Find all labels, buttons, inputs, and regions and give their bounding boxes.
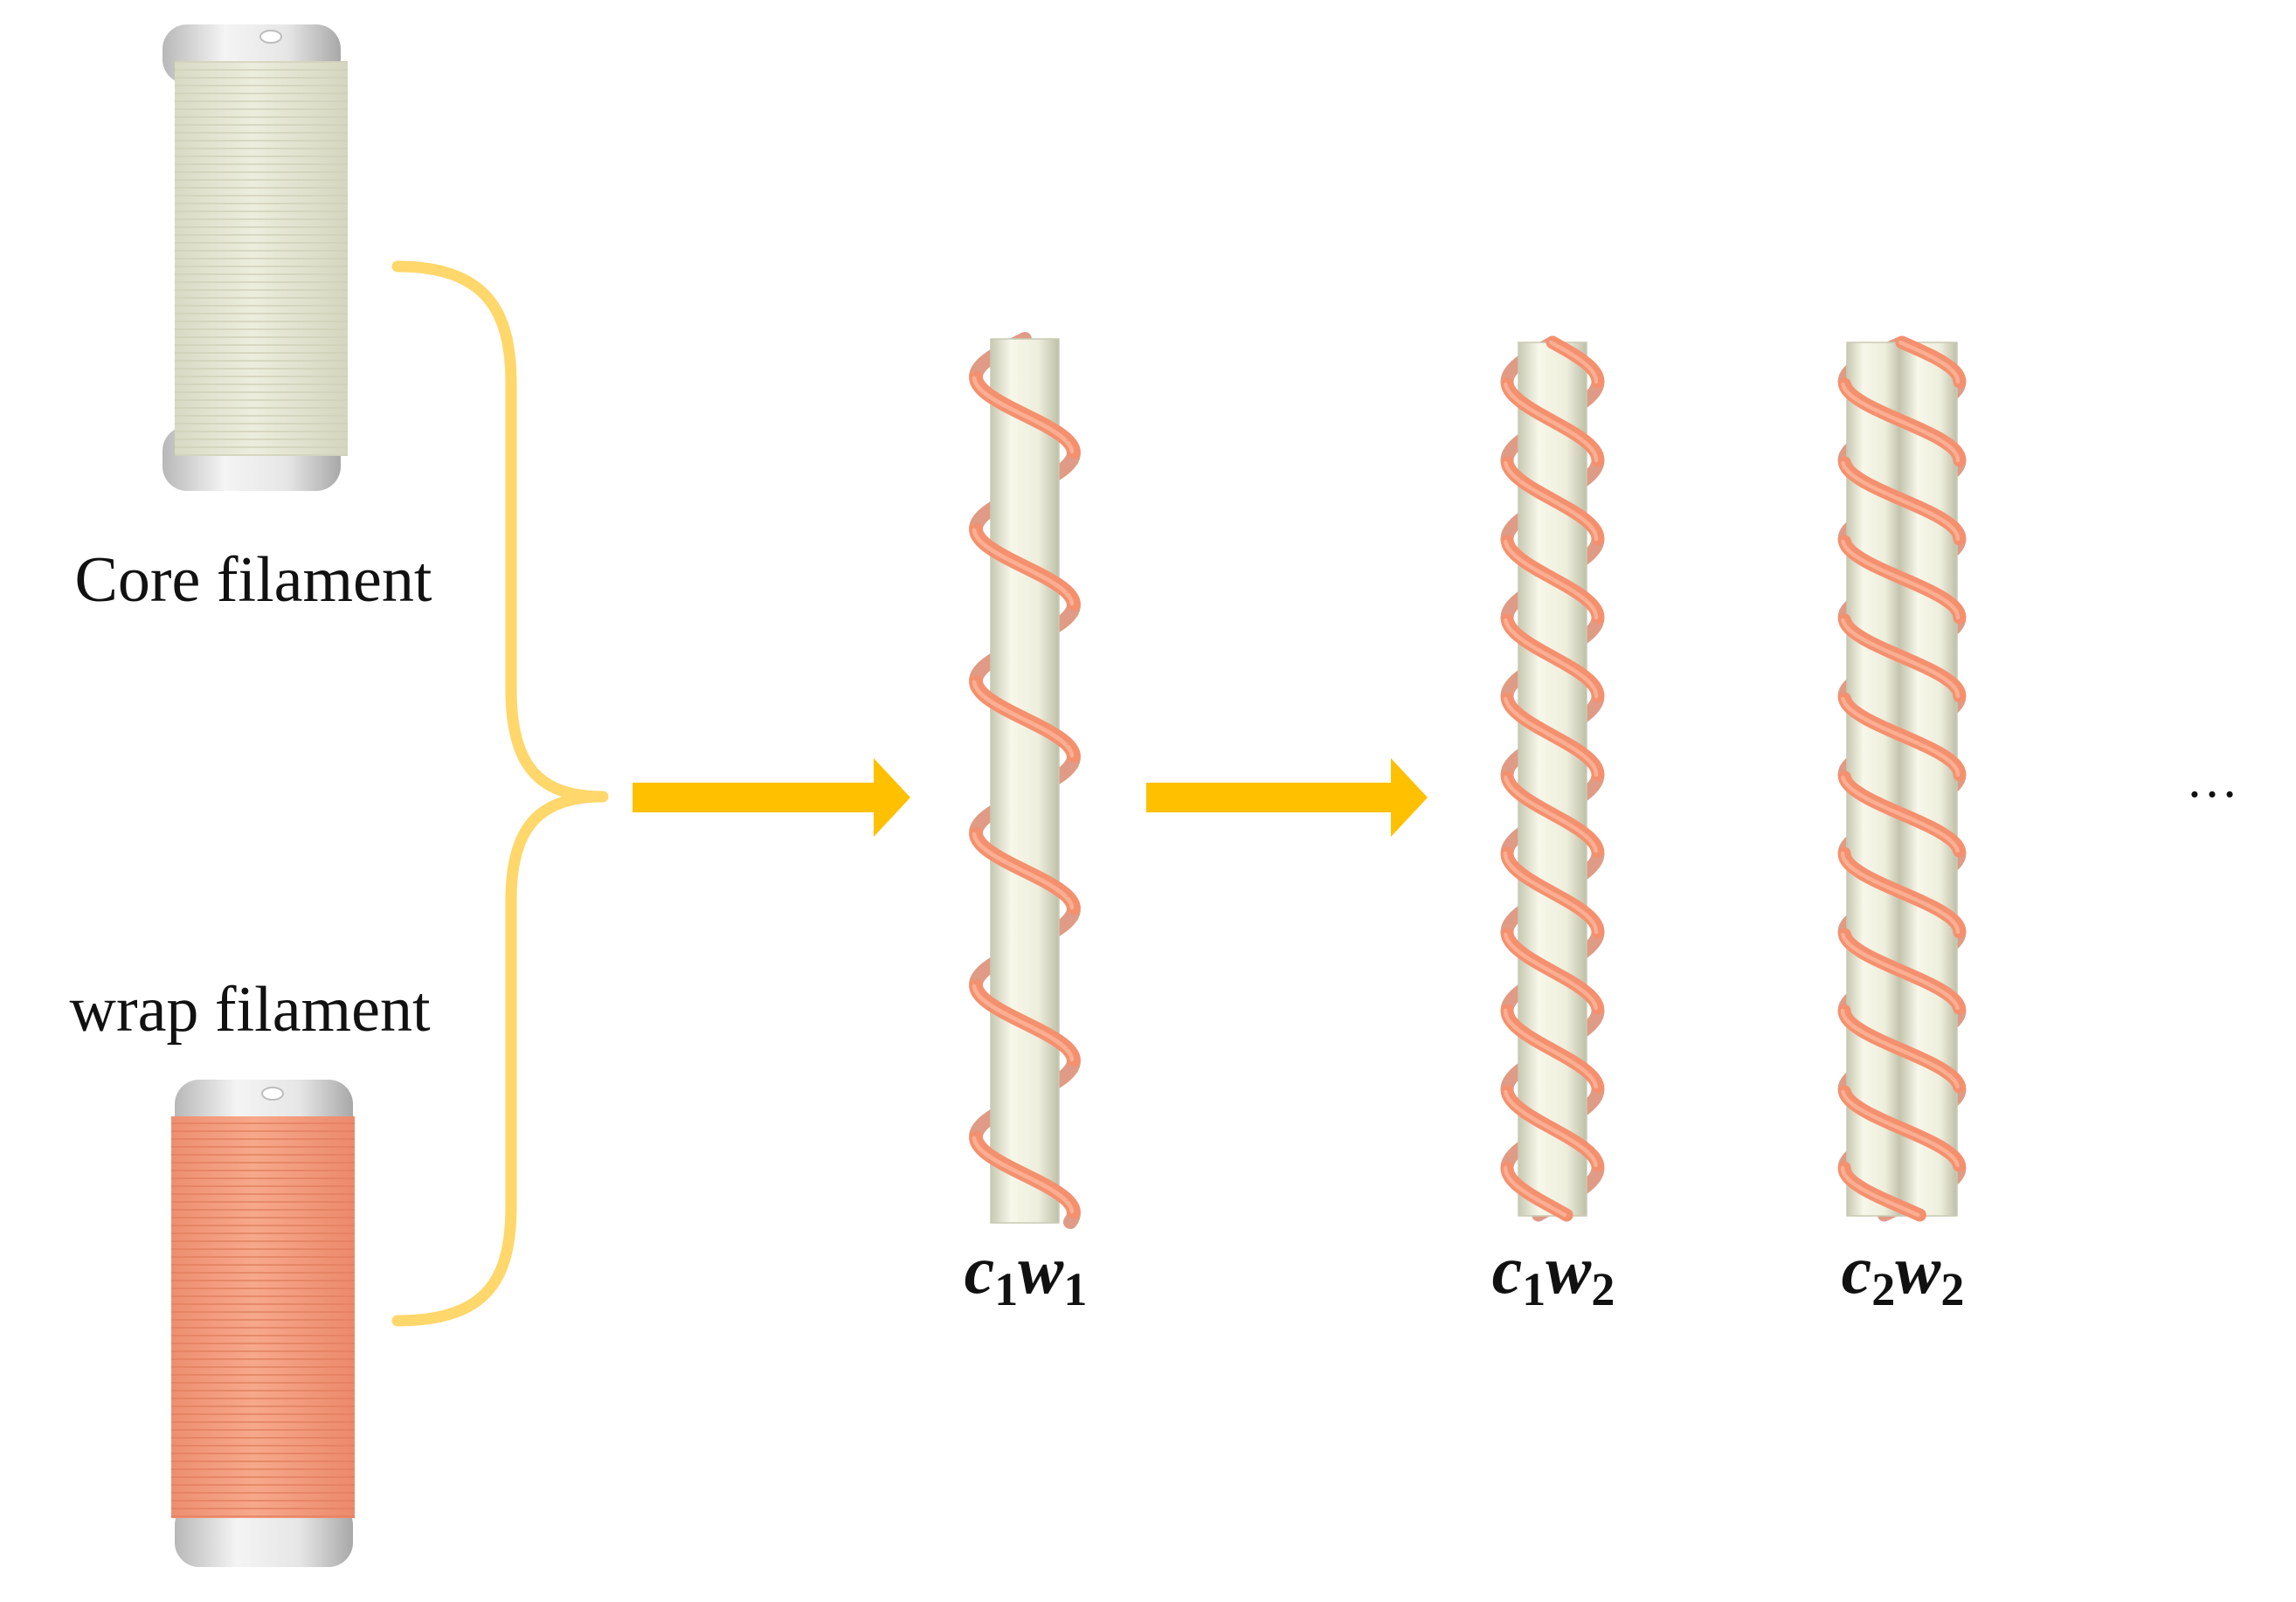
core-spool-icon bbox=[163, 24, 348, 491]
yarn-c1w2 bbox=[1500, 335, 1605, 1222]
core-rod-0 bbox=[990, 338, 1060, 1224]
wrap-filament-label: wrap filament bbox=[70, 974, 431, 1046]
yarn-c2w2 bbox=[1837, 335, 1967, 1222]
yarn-label-2: c1w2 bbox=[1492, 1232, 1615, 1315]
core-rod-0 bbox=[1518, 342, 1587, 1217]
arrow-right-icon-2 bbox=[1146, 758, 1428, 837]
core-rod-1 bbox=[1900, 342, 1958, 1217]
arrow-right-icon bbox=[633, 758, 910, 837]
ellipsis: … bbox=[2186, 750, 2238, 808]
wrap-strand-shine-1 bbox=[1503, 382, 1599, 1218]
wrap-strand-shine-1 bbox=[1840, 382, 1961, 1218]
core-filament-label: Core filament bbox=[75, 544, 432, 616]
wrap-strand-shine-0 bbox=[972, 376, 1075, 1214]
yarn-c1w1 bbox=[969, 332, 1081, 1229]
yarn-label-3: c2w2 bbox=[1842, 1232, 1965, 1315]
yarn-label-1: c1w1 bbox=[965, 1232, 1088, 1315]
curly-brace-icon bbox=[391, 260, 609, 1327]
wrap-spool-icon bbox=[171, 1080, 355, 1567]
wrap-strand-shine-0 bbox=[1504, 340, 1599, 1168]
wrap-strand-shine-0 bbox=[1841, 340, 1961, 1168]
